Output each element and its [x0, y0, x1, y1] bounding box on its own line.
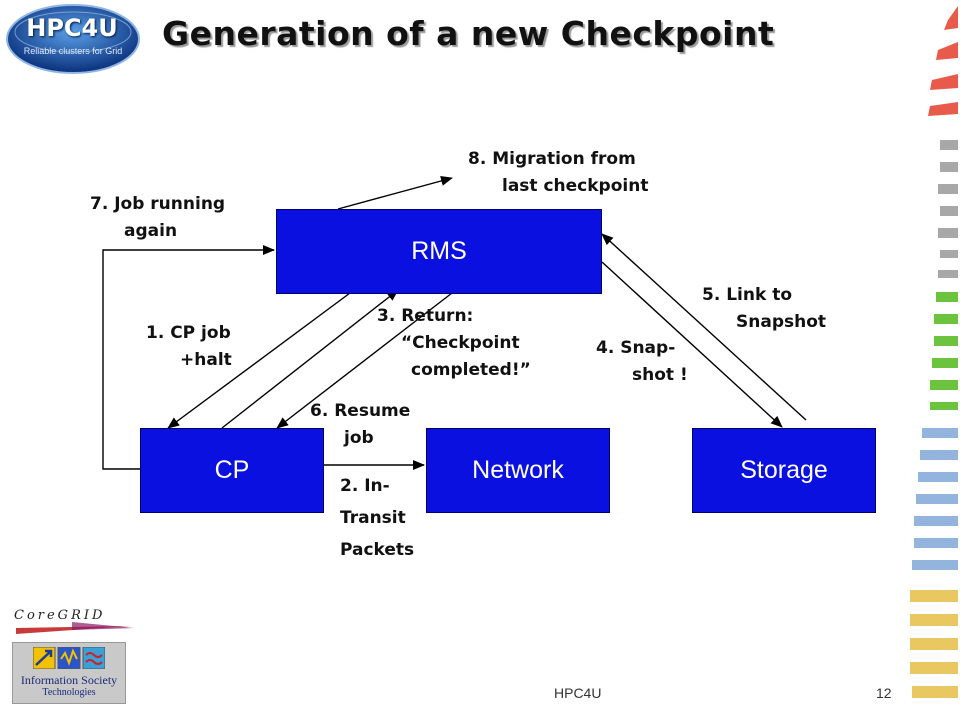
- step-7-line2: again: [124, 221, 178, 241]
- step-5-line1: 5. Link to: [702, 285, 792, 305]
- decorative-stripes: [908, 0, 960, 720]
- step-5-line2: Snapshot: [736, 312, 827, 332]
- step-1-label: 1. CP job +halt: [146, 320, 232, 374]
- ist-logo-line1: Information Society: [20, 673, 118, 687]
- step-3-label: 3. Return: “Checkpoint completed!”: [377, 303, 531, 384]
- hpc4u-logo-subtitle: Reliable clusters for Grid: [23, 46, 123, 56]
- step-7-line1: 7. Job running: [90, 194, 226, 214]
- step-2-line1: 2. In-: [340, 476, 390, 496]
- step-6-label: 6. Resume job: [310, 398, 410, 452]
- arrow-link-snapshot: [601, 233, 807, 421]
- step-8-label: 8. Migration from last checkpoint: [468, 146, 648, 200]
- step-1-line2: +halt: [180, 350, 232, 370]
- page-number: 12: [876, 685, 892, 701]
- step-8-line2: last checkpoint: [502, 176, 649, 196]
- arrow-return: [221, 289, 399, 429]
- hpc4u-logo-text: HPC4U: [26, 14, 118, 42]
- step-4-label: 4. Snap- shot !: [596, 335, 688, 389]
- coregrid-logo-text: CoreGRID: [14, 608, 106, 623]
- step-2-line2: Transit: [340, 508, 406, 528]
- step-3-line1: 3. Return:: [377, 306, 474, 326]
- slide-title: Generation of a new Checkpoint: [162, 14, 775, 53]
- step-4-line1: 4. Snap-: [596, 338, 676, 358]
- arrow-job-running: [102, 245, 275, 470]
- arrow-cp-job: [167, 292, 351, 429]
- arrow-migration: [337, 176, 453, 210]
- step-3-line3: completed!”: [411, 360, 531, 380]
- step-6-line2: job: [344, 428, 374, 448]
- step-7-label: 7. Job running again: [90, 191, 225, 245]
- step-5-label: 5. Link to Snapshot: [702, 282, 826, 336]
- network-box: Network: [426, 428, 610, 513]
- hpc4u-logo: HPC4U Reliable clusters for Grid: [4, 2, 142, 76]
- storage-box: Storage: [692, 428, 876, 513]
- arrow-snapshot: [601, 261, 783, 428]
- step-2-line3: Packets: [340, 540, 415, 560]
- ist-logo: Information Society Technologies: [12, 642, 126, 704]
- step-6-line1: 6. Resume: [310, 401, 411, 421]
- step-2-label: 2. In- Transit Packets: [340, 470, 414, 566]
- footer-text: HPC4U: [554, 685, 602, 701]
- arrow-resume: [276, 292, 453, 429]
- ist-logo-icons: [32, 646, 106, 670]
- step-4-line2: shot !: [632, 365, 688, 385]
- step-8-line1: 8. Migration from: [468, 149, 636, 169]
- rms-box: RMS: [276, 209, 602, 294]
- step-1-line1: 1. CP job: [146, 323, 231, 343]
- ist-logo-line2: Technologies: [42, 687, 96, 698]
- coregrid-logo: CoreGRID: [12, 606, 136, 636]
- cp-box: CP: [140, 428, 324, 513]
- step-3-line2: “Checkpoint: [401, 333, 520, 353]
